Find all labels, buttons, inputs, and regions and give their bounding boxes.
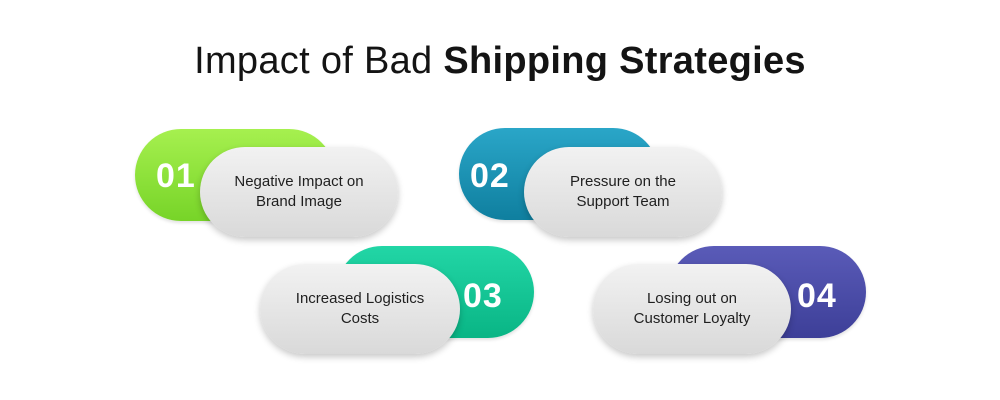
- page-title: Impact of Bad Shipping Strategies: [0, 40, 1000, 83]
- item-03-number: 03: [463, 277, 503, 315]
- item-02-card: Pressure on the Support Team: [524, 147, 722, 237]
- title-light: Impact of Bad: [194, 40, 433, 82]
- item-04-card: Losing out on Customer Loyalty: [593, 264, 791, 354]
- item-01-number: 01: [156, 157, 196, 195]
- item-01-card: Negative Impact on Brand Image: [200, 147, 398, 237]
- item-03-card: Increased Logistics Costs: [260, 264, 460, 354]
- title-bold: Shipping Strategies: [443, 40, 806, 82]
- item-04-number: 04: [797, 277, 837, 315]
- item-02-number: 02: [470, 157, 510, 195]
